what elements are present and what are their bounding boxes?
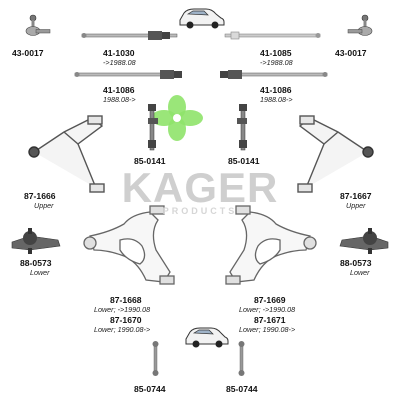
part-note-lower-arm-1668: Lower; ->1990.08 xyxy=(94,305,151,314)
part-number-lower-arm-1670: 87-1670 xyxy=(110,315,142,325)
car-rear-icon xyxy=(185,327,229,348)
part-number-rear-link-right: 85-0744 xyxy=(226,384,258,394)
stabilizer-link-right-drawing xyxy=(237,104,247,151)
part-note-ball-joint-left: Lower xyxy=(30,268,50,277)
part-note-upper-arm-right: Upper xyxy=(346,201,366,210)
part-note-axial-rod-1086-right: 1988.08-> xyxy=(260,95,293,104)
part-note-lower-arm-1669: Lower; ->1990.08 xyxy=(239,305,296,314)
part-number-tie-rod-end-left: 43-0017 xyxy=(12,48,44,58)
part-number-lower-arm-1671: 87-1671 xyxy=(254,315,286,325)
axial-rod-1085-drawing xyxy=(224,31,321,40)
part-note-ball-joint-right: Lower xyxy=(350,268,370,277)
axial-rod-1086-left-drawing xyxy=(74,70,182,79)
part-number-upper-arm-left: 87-1666 xyxy=(24,191,56,201)
upper-arm-left-drawing xyxy=(28,115,105,193)
lower-arm-left-drawing xyxy=(83,205,175,285)
part-note-axial-rod-1085: ->1988.08 xyxy=(260,58,293,67)
part-note-lower-arm-1670: Lower; 1990.08-> xyxy=(94,325,151,334)
part-number-axial-rod-1086-right: 41-1086 xyxy=(260,85,292,95)
part-note-axial-rod-1086-left: 1988.08-> xyxy=(103,95,136,104)
part-number-ball-joint-right: 88-0573 xyxy=(340,258,372,268)
rear-link-right-drawing xyxy=(238,341,245,376)
part-number-ball-joint-left: 88-0573 xyxy=(20,258,52,268)
upper-arm-right-drawing xyxy=(297,115,374,193)
part-number-lower-arm-1669: 87-1669 xyxy=(254,295,286,305)
car-front-icon xyxy=(179,8,225,29)
part-note-upper-arm-left: Upper xyxy=(34,201,54,210)
part-number-axial-rod-1085: 41-1085 xyxy=(260,48,292,58)
part-number-upper-arm-right: 87-1667 xyxy=(340,191,372,201)
axial-rod-1086-right-drawing xyxy=(220,70,328,79)
stabilizer-link-left-drawing xyxy=(148,104,158,151)
brand-tagline: PRODUCTS xyxy=(162,206,238,216)
rear-link-left-drawing xyxy=(152,341,159,376)
part-number-axial-rod-1086-left: 41-1086 xyxy=(103,85,135,95)
part-number-lower-arm-1668: 87-1668 xyxy=(110,295,142,305)
part-note-lower-arm-1671: Lower; 1990.08-> xyxy=(239,325,296,334)
ball-joint-left-drawing xyxy=(11,228,61,254)
tie-rod-end-left-drawing xyxy=(25,14,51,36)
part-number-tie-rod-end-right: 43-0017 xyxy=(335,48,367,58)
lower-arm-right-drawing xyxy=(225,205,317,285)
part-number-stabilizer-link-right: 85-0141 xyxy=(228,156,260,166)
brand-logo-text: KAGER xyxy=(121,164,279,211)
part-number-axial-rod-1030: 41-1030 xyxy=(103,48,135,58)
tie-rod-end-right-drawing xyxy=(347,14,373,36)
kager-clover-logo xyxy=(151,95,203,141)
part-note-axial-rod-1030: ->1988.08 xyxy=(103,58,136,67)
part-number-rear-link-left: 85-0744 xyxy=(134,384,166,394)
ball-joint-right-drawing xyxy=(339,228,389,254)
axial-rod-1030-drawing xyxy=(81,31,178,40)
part-number-stabilizer-link-left: 85-0141 xyxy=(134,156,166,166)
